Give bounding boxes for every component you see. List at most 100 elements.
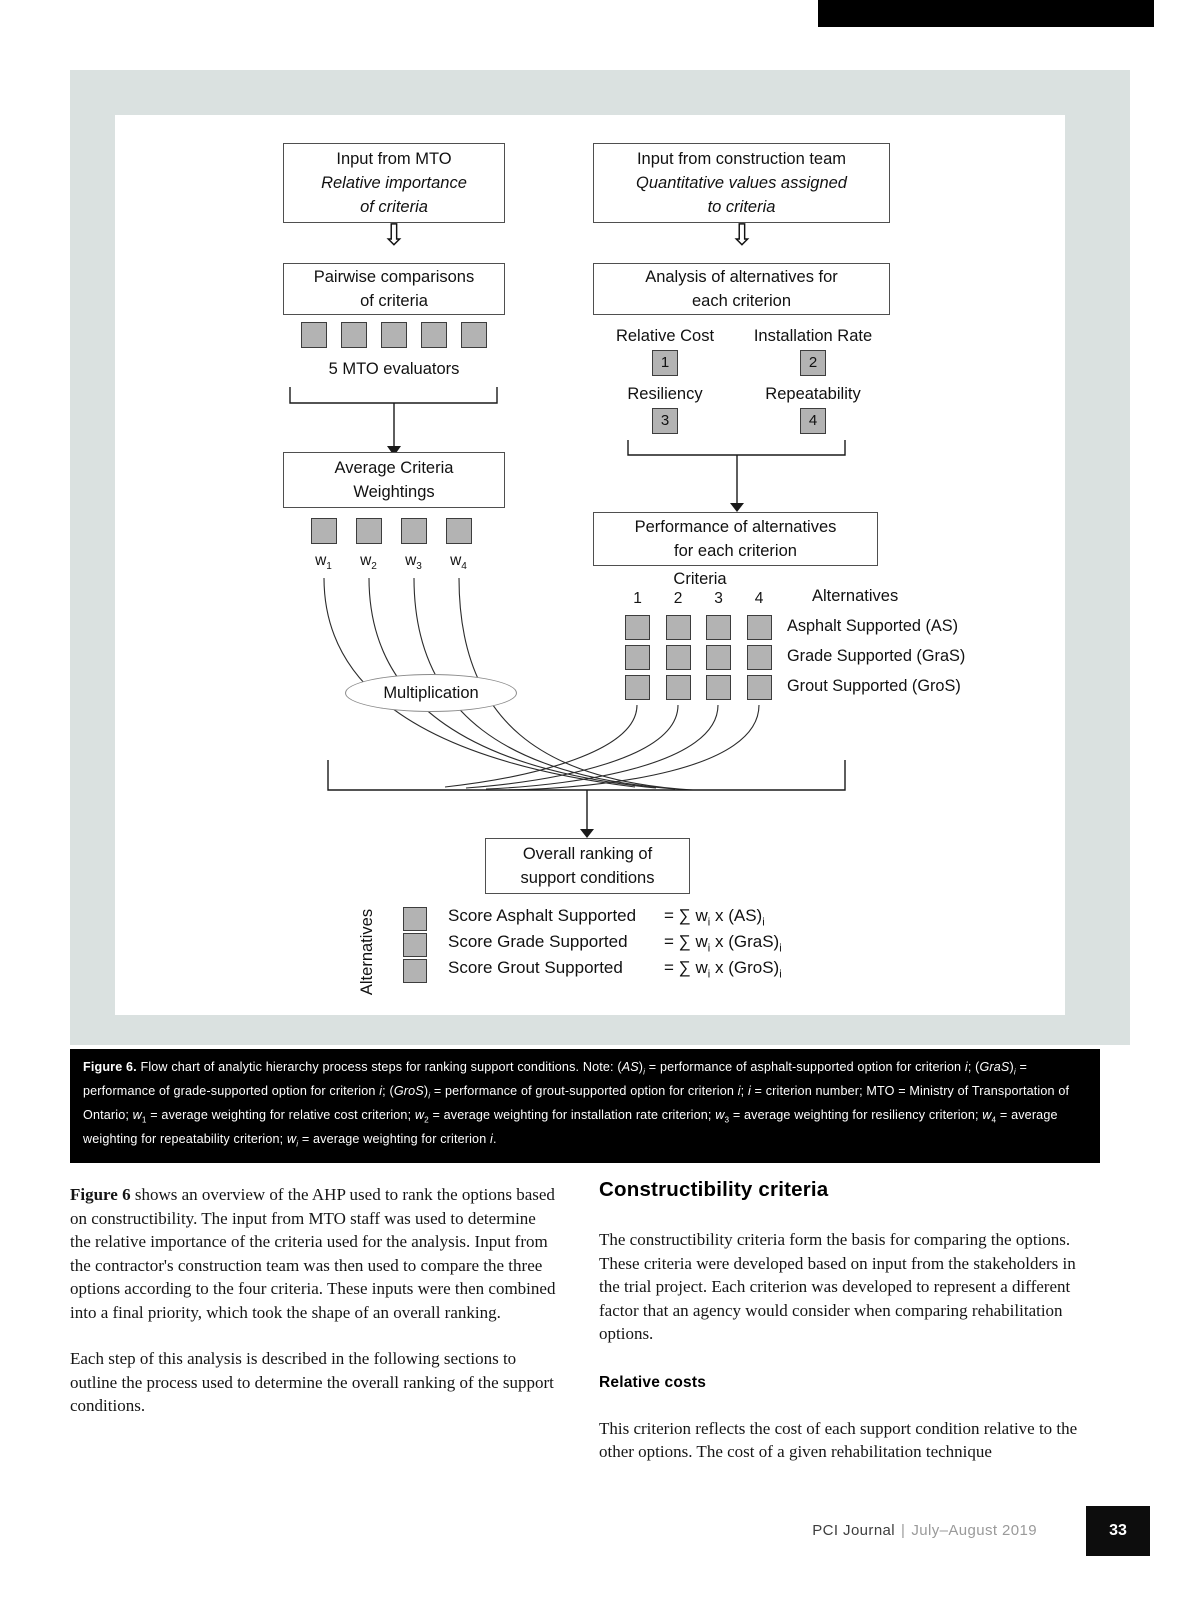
arrow-to-overall <box>580 829 594 838</box>
text-segment: i <box>490 1132 493 1147</box>
pairwise-comparisons-box: Pairwise comparisons of criteria <box>283 263 505 315</box>
text-segment: w <box>414 1108 425 1123</box>
overall-ranking-box: Overall ranking of support conditions <box>485 838 690 894</box>
score-equation-label: Score Asphalt Supported <box>448 906 637 925</box>
text-segment: ) <box>1009 1060 1014 1074</box>
evaluator-square <box>421 322 447 348</box>
footer-journal-name: PCI Journal <box>812 1522 896 1539</box>
text-segment: GraS <box>979 1060 1010 1074</box>
text-segment: = average weighting for resiliency crite… <box>729 1108 983 1123</box>
text-segment: i <box>707 968 711 981</box>
flowchart-connectors <box>289 387 846 838</box>
text-segment: 2 <box>424 1115 429 1125</box>
box-line: for each criterion <box>674 542 797 560</box>
performance-cell-square <box>706 615 731 640</box>
text-segment: i <box>707 916 711 929</box>
score-equation: Score Grout Supported= ∑ wi x (GroS)i <box>448 955 782 981</box>
text-segment: ) <box>638 1060 644 1074</box>
score-square <box>403 933 427 957</box>
performance-cell-square <box>665 675 691 700</box>
criterion-name: Installation Rate <box>753 327 873 345</box>
performance-of-alternatives-box: Performance of alternatives for each cri… <box>593 512 878 566</box>
box-line: Weightings <box>353 483 435 501</box>
weight-squares-row <box>311 518 472 544</box>
box-line: Performance of alternatives <box>634 518 837 536</box>
criteria-axis-label: Criteria <box>673 570 727 588</box>
text-segment: x (GroS) <box>710 958 780 977</box>
flowchart-panel: Input from MTO Relative importance of cr… <box>115 115 1065 1015</box>
evaluator-squares-row <box>301 322 487 348</box>
text-segment: x (GraS) <box>710 932 780 951</box>
text-segment: = ∑ w <box>664 906 708 925</box>
bracket-right <box>627 440 846 503</box>
text-segment: = average weighting for criterion <box>298 1132 490 1147</box>
body-paragraph: The constructibility criteria form the b… <box>599 1230 1076 1343</box>
box-line: Average Criteria <box>334 459 454 477</box>
text-segment: ) <box>423 1084 429 1099</box>
weight-label: w2 <box>360 552 377 573</box>
performance-cell-square <box>706 645 731 670</box>
box-line: each criterion <box>691 292 792 310</box>
alternative-row-label: Grout Supported (GroS) <box>787 677 961 695</box>
section-heading: Constructibility criteria <box>599 1178 829 1201</box>
weight-square <box>446 518 472 544</box>
weight-square <box>356 518 382 544</box>
criterion-number-square: 1 <box>652 350 678 376</box>
text-segment: = average weighting for repeatability cr… <box>83 1108 1058 1147</box>
body-column-right: Constructibility criteria The constructi… <box>599 1178 1100 1464</box>
subsection-heading: Relative costs <box>599 1373 707 1391</box>
performance-cell-square <box>665 645 691 670</box>
text-segment: x (AS) <box>710 906 763 925</box>
text-segment: 3 <box>724 1115 730 1125</box>
evaluator-square <box>341 322 367 348</box>
evaluators-label: 5 MTO evaluators <box>328 360 460 378</box>
score-equation: Score Asphalt Supported= ∑ wi x (AS)i <box>448 903 782 929</box>
box-line: support conditions <box>520 869 655 887</box>
analysis-of-alternatives-box: Analysis of alternatives for each criter… <box>593 263 890 315</box>
page-number-badge: 33 <box>1086 1506 1150 1556</box>
text-segment: i <box>379 1084 383 1099</box>
criterion-number-square: 2 <box>800 350 826 376</box>
text-segment: i <box>1013 1067 1016 1077</box>
text-segment: w <box>286 1132 297 1147</box>
box-line: of criteria <box>360 292 428 310</box>
weight-square <box>401 518 427 544</box>
input-from-mto-box: Input from MTO Relative importance of cr… <box>283 143 505 223</box>
weight-square <box>311 518 337 544</box>
alternative-row-label: Asphalt Supported (AS) <box>787 617 959 635</box>
alternative-row-labels: Asphalt Supported (AS) Grade Supported (G… <box>787 614 965 704</box>
box-line: Input from MTO <box>336 150 452 168</box>
hollow-down-arrow-icon: ⇩ <box>381 219 407 252</box>
score-equation-formula: = ∑ wi x (GraS)i <box>664 932 782 954</box>
text-segment: w <box>132 1108 142 1123</box>
text-segment: 4 <box>991 1115 997 1125</box>
score-square <box>403 959 427 983</box>
body-paragraph: Figure 6 shows an overview of the AHP us… <box>70 1183 559 1324</box>
performance-cell-square <box>625 645 650 670</box>
score-squares-column <box>403 907 427 983</box>
box-line: Quantitative values assigned <box>636 174 847 192</box>
text-segment: = ∑ w <box>664 932 708 951</box>
text-segment: i <box>964 1060 968 1074</box>
alternative-row-label: Grade Supported (GraS) <box>787 647 966 665</box>
performance-cell-square <box>706 675 731 700</box>
box-line: Overall ranking of <box>522 845 653 863</box>
score-equation: Score Grade Supported= ∑ wi x (GraS)i <box>448 929 782 955</box>
box-line: Pairwise comparisons <box>313 268 475 286</box>
text-segment: w <box>715 1108 725 1123</box>
criteria-column-number: 2 <box>673 590 683 607</box>
text-segment: Each step of this analysis is described … <box>70 1349 554 1415</box>
average-criteria-weightings-box: Average Criteria Weightings <box>283 452 505 508</box>
criteria-curves <box>444 704 760 791</box>
body-column-left: Figure 6 shows an overview of the AHP us… <box>70 1183 559 1418</box>
text-segment: shows an overview of the AHP used to ran… <box>70 1185 556 1322</box>
text-segment: i <box>737 1084 741 1099</box>
criteria-column-number: 3 <box>714 590 723 607</box>
text-segment: GroS <box>393 1084 424 1099</box>
text-segment: = performance of asphalt-supported optio… <box>645 1060 965 1074</box>
text-segment: i <box>428 1091 431 1101</box>
evaluator-square <box>301 322 327 348</box>
text-segment: AS <box>621 1060 639 1074</box>
